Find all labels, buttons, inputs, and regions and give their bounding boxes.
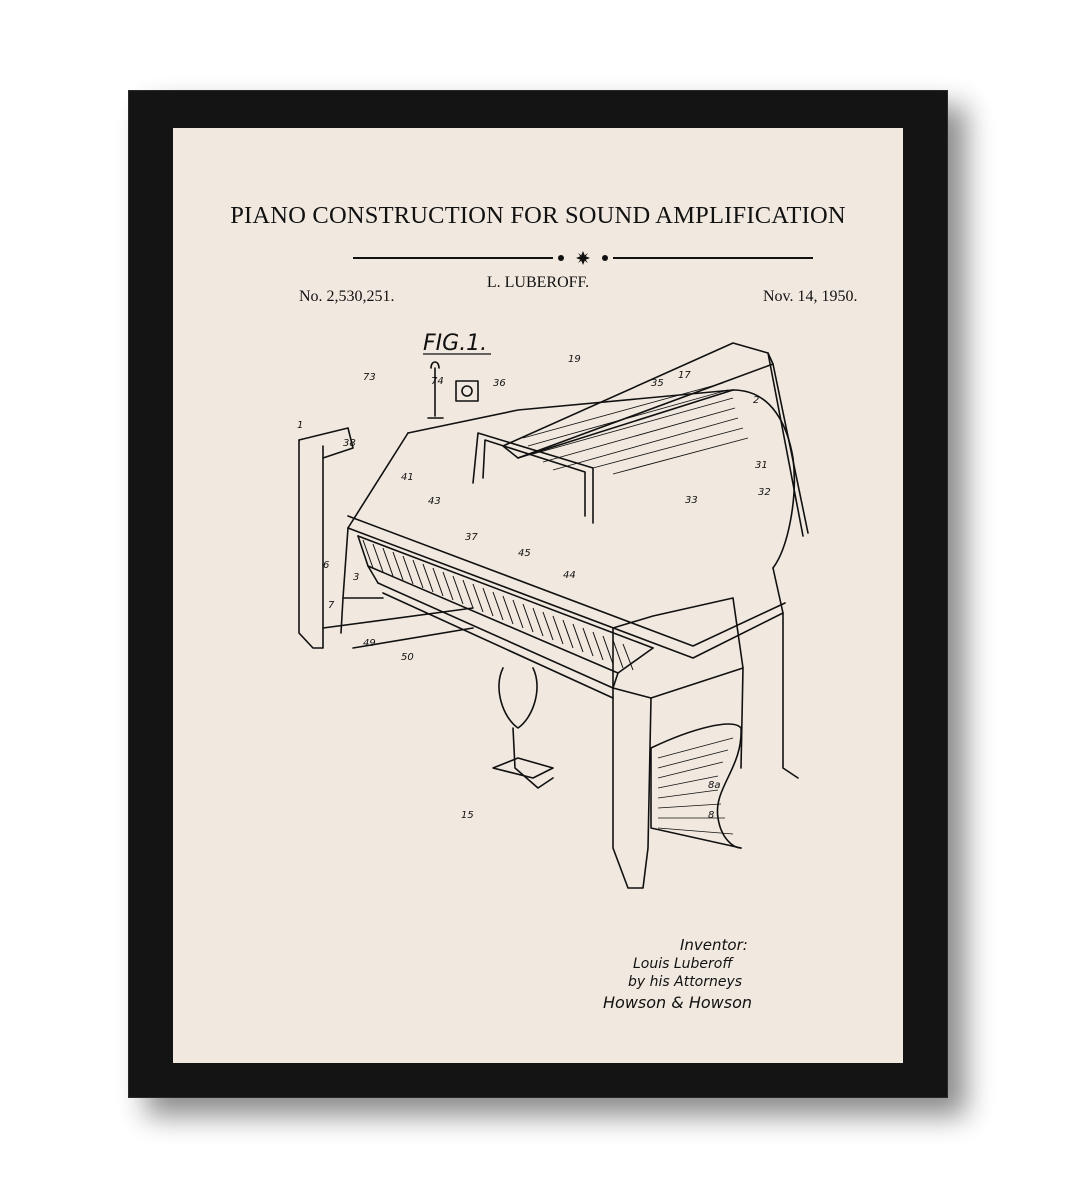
ref-numeral: 32 bbox=[758, 487, 771, 498]
ref-numeral: 37 bbox=[465, 532, 478, 543]
ref-numeral: 17 bbox=[678, 370, 691, 381]
signature-line-3: by his Attorneys bbox=[628, 974, 742, 990]
ref-numeral: 50 bbox=[401, 652, 414, 663]
ref-numeral: 19 bbox=[568, 354, 581, 365]
poster-mat: PIANO CONSTRUCTION FOR SOUND AMPLIFICATI… bbox=[173, 128, 903, 1063]
ref-numeral: 8 bbox=[708, 810, 714, 821]
ref-numeral: 3 bbox=[353, 572, 359, 583]
ref-numeral: 43 bbox=[428, 496, 441, 507]
ref-numeral: 41 bbox=[401, 472, 414, 483]
ref-numeral: 33 bbox=[685, 495, 698, 506]
ref-numeral: 45 bbox=[518, 548, 531, 559]
patent-number: No. 2,530,251. bbox=[299, 288, 395, 305]
picture-frame: PIANO CONSTRUCTION FOR SOUND AMPLIFICATI… bbox=[128, 90, 948, 1098]
signature-line-1: Inventor: bbox=[680, 936, 748, 954]
ref-numeral: 38 bbox=[343, 438, 356, 449]
ref-numeral: 8a bbox=[708, 780, 721, 791]
ref-numeral: 6 bbox=[323, 560, 329, 571]
ref-numeral: 49 bbox=[363, 638, 376, 649]
signature-line-2: Louis Luberoff bbox=[633, 956, 734, 972]
poster-title: PIANO CONSTRUCTION FOR SOUND AMPLIFICATI… bbox=[230, 202, 846, 229]
patent-date: Nov. 14, 1950. bbox=[763, 288, 858, 305]
signature-line-4: Howson & Howson bbox=[603, 993, 752, 1012]
ref-numeral: 44 bbox=[563, 570, 576, 581]
ref-numeral: 7 bbox=[328, 600, 335, 611]
piano-patent-drawing: FIG.1. bbox=[297, 331, 809, 1012]
ref-numeral: 31 bbox=[755, 460, 768, 471]
inventor-header: L. LUBEROFF. bbox=[486, 274, 590, 291]
ref-numeral: 2 bbox=[753, 395, 759, 406]
ref-numeral: 74 bbox=[431, 376, 444, 387]
ref-numeral: 1 bbox=[297, 420, 303, 431]
ref-numeral: 15 bbox=[461, 810, 474, 821]
figure-label: FIG.1. bbox=[423, 331, 487, 356]
ref-numeral: 36 bbox=[493, 378, 506, 389]
ref-numeral: 35 bbox=[651, 378, 664, 389]
ref-numeral: 73 bbox=[363, 372, 376, 383]
ornamental-divider bbox=[353, 251, 813, 265]
